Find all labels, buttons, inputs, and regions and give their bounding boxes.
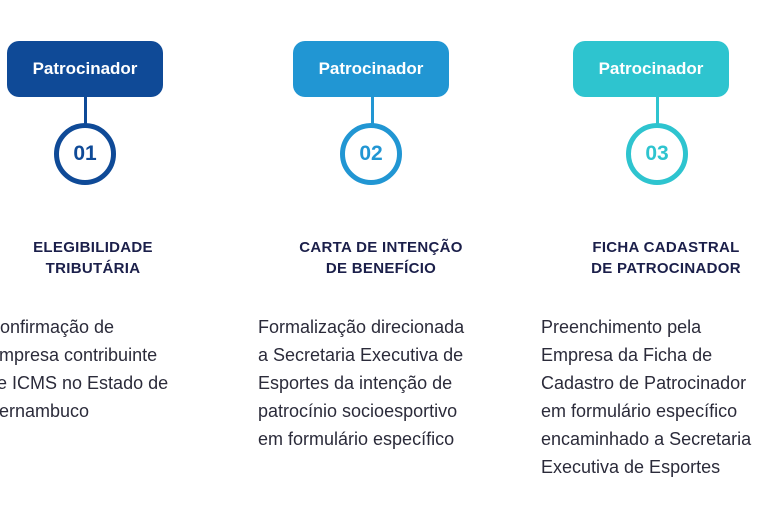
step-2-number-circle: 02 xyxy=(340,123,402,185)
step-2-badge: Patrocinador xyxy=(293,41,449,97)
step-1-badge: Patrocinador xyxy=(7,41,163,97)
step-3-description-line-1: Preenchimento pela xyxy=(541,317,702,337)
step-1-description-line-1: Confirmação de xyxy=(0,317,115,337)
step-1-description-line-3: de ICMS no Estado de xyxy=(0,373,169,393)
step-2-description-line-3: Esportes da intenção de xyxy=(258,373,453,393)
step-3-description-line-2: Empresa da Ficha de xyxy=(541,345,713,365)
step-3-description-line-4: em formulário específico xyxy=(541,401,738,421)
step-2-description-line-1: Formalização direcionada xyxy=(258,317,465,337)
step-1-number-circle: 01 xyxy=(54,123,116,185)
step-3-heading: FICHA CADASTRAL DE PATROCINADOR xyxy=(548,237,768,279)
step-3-description: Preenchimento pela Empresa da Ficha de C… xyxy=(541,313,751,481)
step-3-description-line-6: Executiva de Esportes xyxy=(541,457,721,477)
step-3-number-circle: 03 xyxy=(626,123,688,185)
step-3-badge: Patrocinador xyxy=(573,41,729,97)
step-3: Patrocinador 03 FICHA CADASTRAL DE PATRO… xyxy=(512,0,768,512)
step-2-heading-line-2: DE BENEFÍCIO xyxy=(325,260,437,277)
step-1-heading: ELEGIBILIDADE TRIBUTÁRIA xyxy=(0,237,186,279)
step-3-number: 03 xyxy=(645,142,669,165)
step-1-heading-line-2: TRIBUTÁRIA xyxy=(45,260,141,277)
step-1-number: 01 xyxy=(73,142,97,165)
step-2-description-line-4: patrocínio socioesportivo xyxy=(258,401,458,421)
step-2-number: 02 xyxy=(359,142,383,165)
step-1-heading-line-1: ELEGIBILIDADE xyxy=(33,239,153,256)
step-2: Patrocinador 02 CARTA DE INTENÇÃO DE BEN… xyxy=(256,0,512,512)
step-3-connector xyxy=(656,97,659,125)
step-1: Patrocinador 01 ELEGIBILIDADE TRIBUTÁRIA… xyxy=(0,0,256,512)
step-2-connector xyxy=(371,97,374,125)
step-1-description-line-2: Empresa contribuinte xyxy=(0,345,158,365)
step-2-description: Formalização direcionada a Secretaria Ex… xyxy=(258,313,464,453)
step-3-description-line-5: encaminhado a Secretaria xyxy=(541,429,752,449)
step-2-heading: CARTA DE INTENÇÃO DE BENEFÍCIO xyxy=(261,237,501,279)
step-2-heading-line-1: CARTA DE INTENÇÃO xyxy=(299,239,463,256)
step-3-heading-line-2: DE PATROCINADOR xyxy=(591,260,741,277)
step-2-description-line-5: em formulário específico xyxy=(258,429,455,449)
step-2-description-line-2: a Secretaria Executiva de xyxy=(258,345,464,365)
step-3-description-line-3: Cadastro de Patrocinador xyxy=(541,373,747,393)
step-1-description: Confirmação de Empresa contribuinte de I… xyxy=(0,313,168,425)
step-1-connector xyxy=(84,97,87,125)
step-1-description-line-4: Pernambuco xyxy=(0,401,90,421)
step-3-heading-line-1: FICHA CADASTRAL xyxy=(592,239,740,256)
